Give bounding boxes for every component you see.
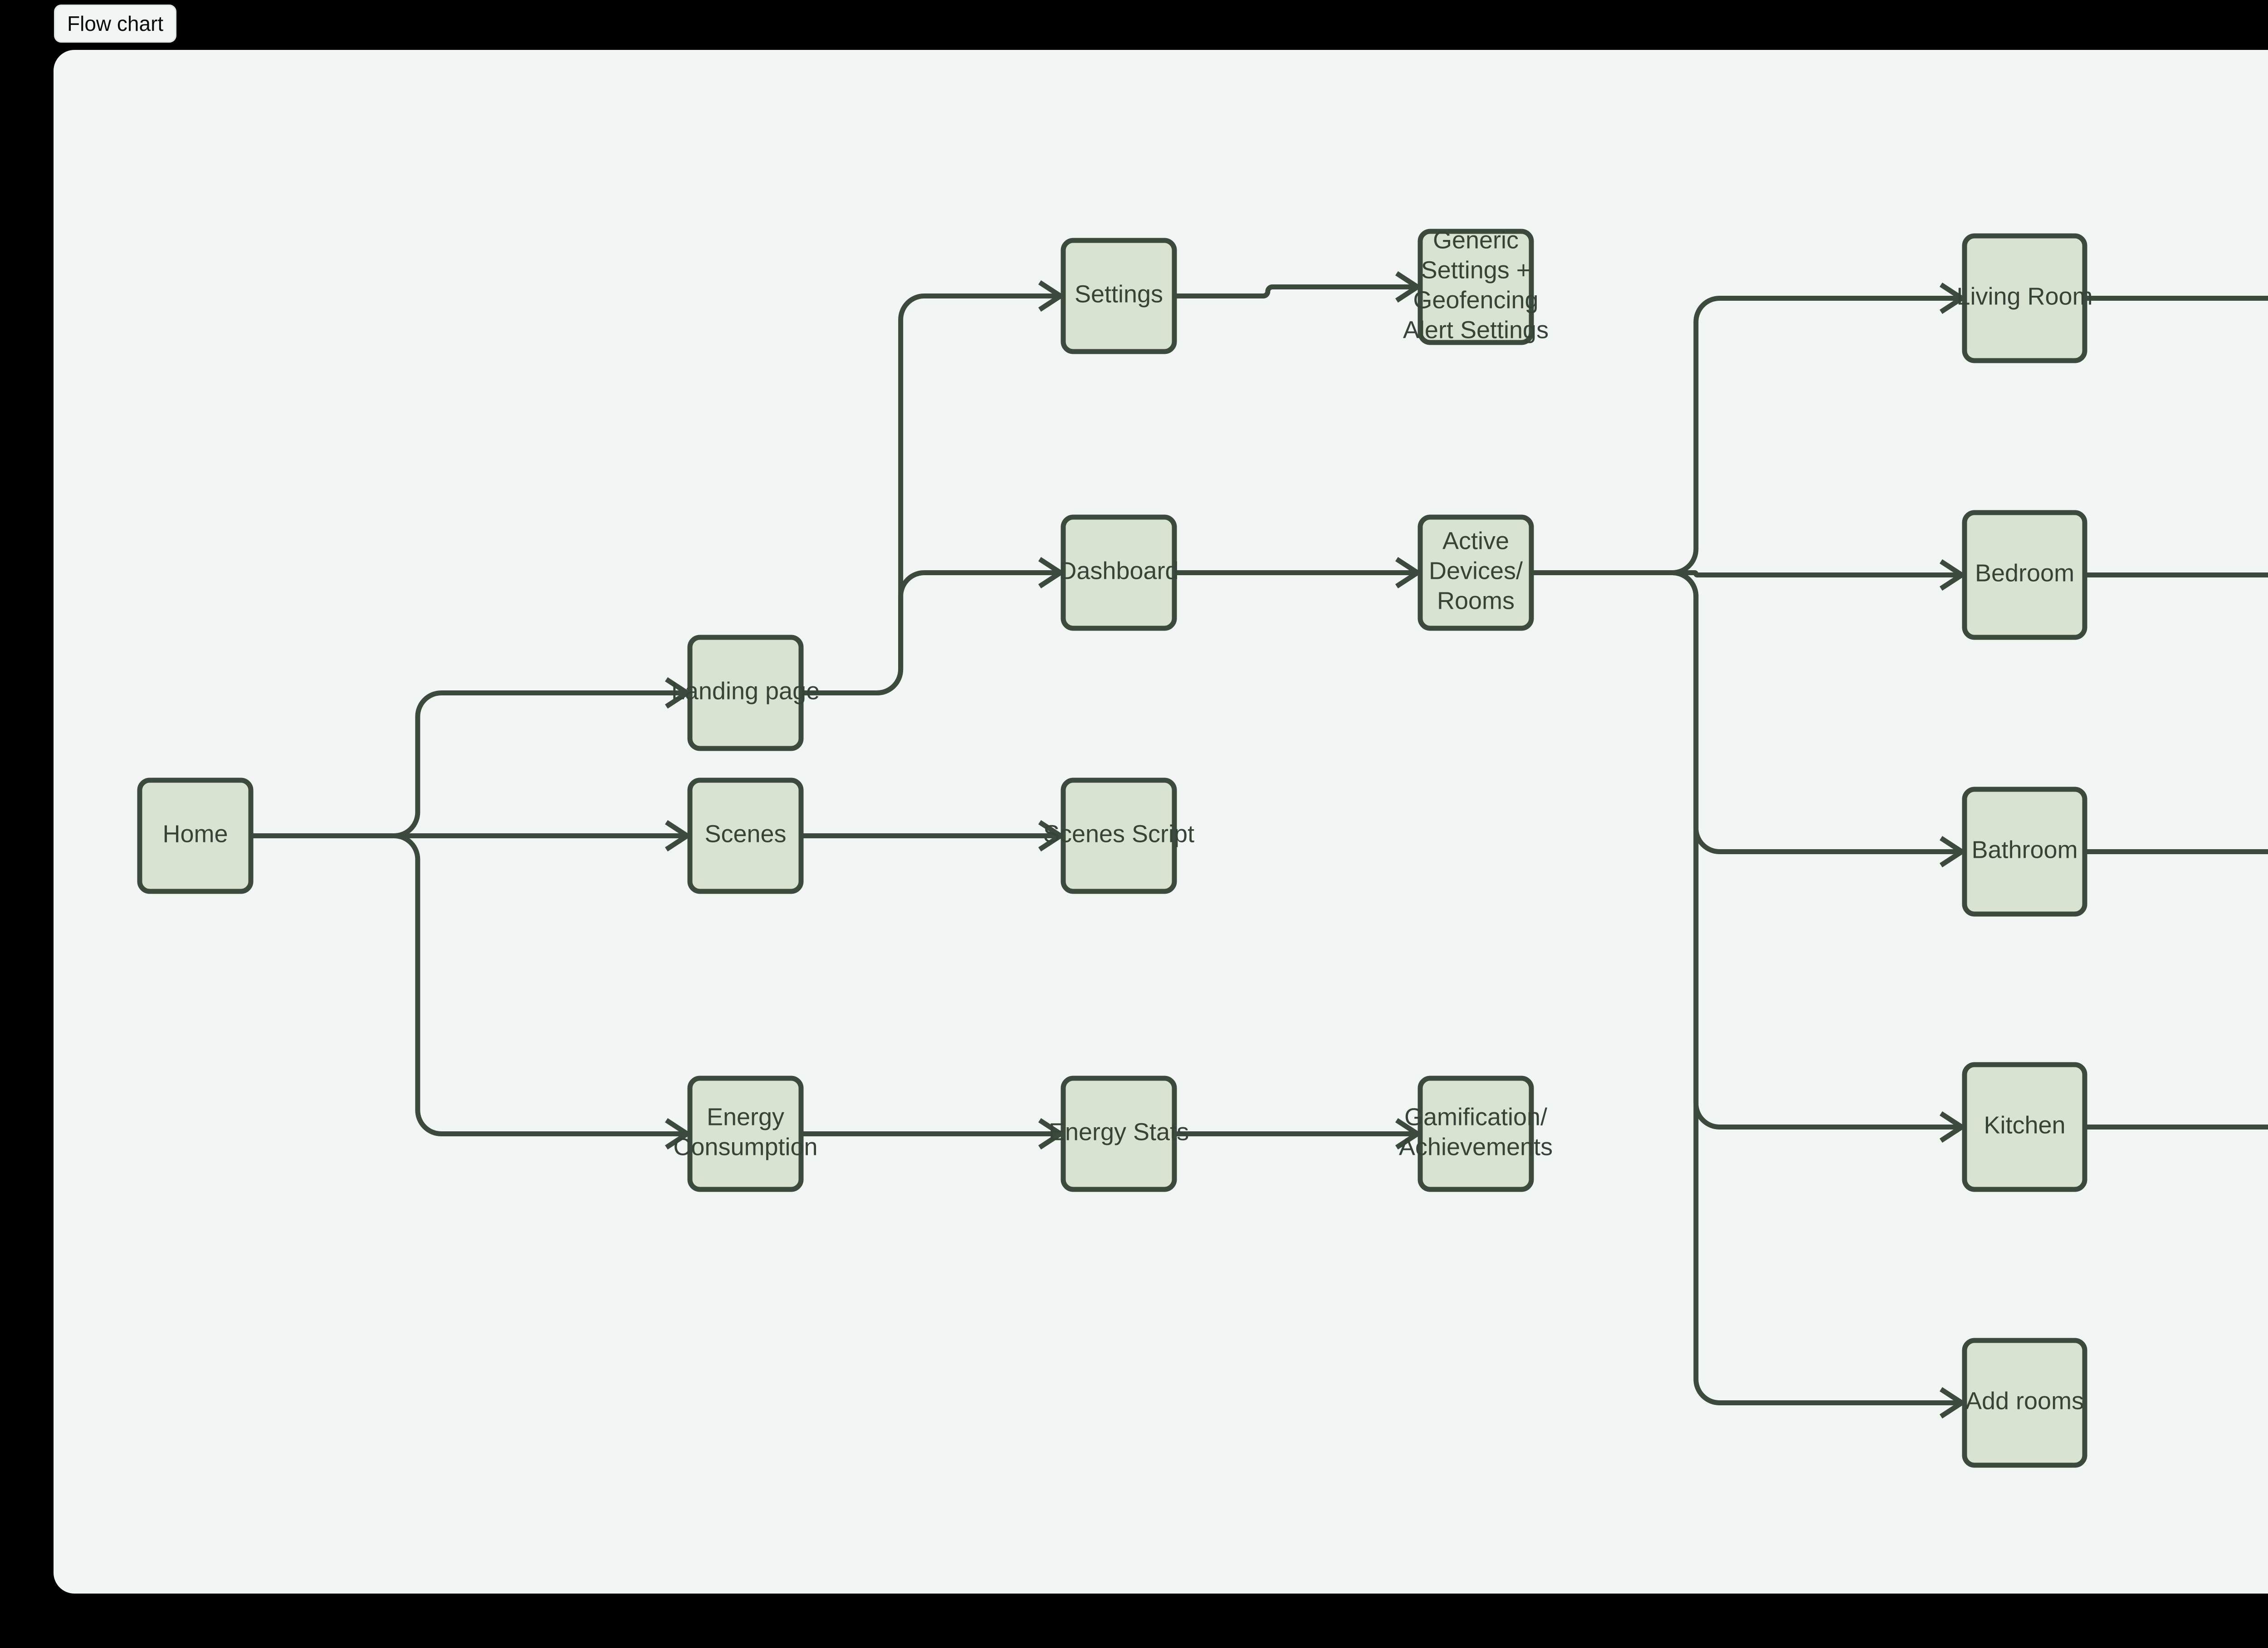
node-living[interactable]: Living Room xyxy=(1956,233,2093,363)
node-box xyxy=(1962,510,2087,640)
edge-active-to-bathroom xyxy=(1532,570,1962,854)
node-box xyxy=(1962,1338,2087,1468)
node-home[interactable]: Home xyxy=(137,778,254,894)
edge-arrowhead xyxy=(1939,836,1967,868)
node-bedroom[interactable]: Bedroom xyxy=(1962,510,2087,640)
edge-arrowhead xyxy=(665,820,692,852)
node-box xyxy=(1962,1062,2087,1192)
edge-arrowhead xyxy=(1038,820,1066,852)
node-box xyxy=(1962,233,2087,363)
edge-arrowhead xyxy=(1939,1387,1967,1419)
node-label: Scenes Script xyxy=(1043,821,1194,848)
node-box xyxy=(687,635,804,751)
edge-settings-to-generic xyxy=(1175,284,1418,298)
node-box xyxy=(1061,514,1177,631)
node-box xyxy=(1418,514,1534,631)
edge-landing-to-dashboard xyxy=(802,570,1061,695)
node-scenes[interactable]: Scenes xyxy=(687,778,804,894)
edge-active-to-bedroom xyxy=(1532,570,1962,577)
edge-home-to-energycon xyxy=(252,833,687,1136)
edge-home-to-landing xyxy=(252,690,687,838)
node-label: Energy Stats xyxy=(1049,1119,1189,1146)
node-box xyxy=(687,778,804,894)
node-label: Kitchen xyxy=(1984,1112,2065,1139)
node-bathroom[interactable]: Bathroom xyxy=(1962,787,2087,917)
node-box xyxy=(1061,778,1177,894)
edge-kitchen-to-connected xyxy=(2086,1125,2268,1130)
node-box xyxy=(1061,238,1177,354)
edge-arrowhead xyxy=(1939,282,1967,314)
node-energyst[interactable]: Energy Stats xyxy=(1049,1076,1189,1192)
node-label: Dashboard xyxy=(1059,557,1178,585)
edge-bedroom-to-connected xyxy=(2086,572,2268,577)
node-label: Living Room xyxy=(1956,283,2092,310)
node-label: Scenes xyxy=(704,821,786,848)
edge-arrowhead xyxy=(1395,557,1422,589)
node-label: Bathroom xyxy=(1971,836,2077,864)
edge-arrowhead xyxy=(1395,271,1422,303)
edge-arrowhead xyxy=(1939,559,1967,591)
node-label: Gamification/Achievements xyxy=(1399,1104,1553,1161)
edge-arrowhead xyxy=(1395,1118,1422,1150)
node-gamif[interactable]: Gamification/Achievements xyxy=(1399,1076,1553,1192)
edge-arrowhead xyxy=(1038,557,1066,589)
edges-layer xyxy=(252,271,2268,1419)
node-scenescr[interactable]: Scenes Script xyxy=(1043,778,1194,894)
node-label: Settings xyxy=(1075,281,1163,308)
node-box xyxy=(1418,229,1534,345)
node-kitchen[interactable]: Kitchen xyxy=(1962,1062,2087,1192)
edge-arrowhead xyxy=(665,677,692,709)
edge-active-to-addrooms xyxy=(1532,570,1962,1405)
node-box xyxy=(137,778,254,894)
node-box xyxy=(1962,787,2087,917)
node-box xyxy=(687,1076,804,1192)
edge-arrowhead xyxy=(1038,1118,1066,1150)
edge-arrowhead xyxy=(665,1118,692,1150)
node-label: Home xyxy=(162,821,228,848)
edge-arrowhead xyxy=(1038,280,1066,312)
edge-active-to-living xyxy=(1532,296,1962,575)
node-label: Bedroom xyxy=(1975,560,2074,587)
tab-flow-chart[interactable]: Flow chart xyxy=(54,5,177,43)
edge-bathroom-to-connected xyxy=(2086,849,2268,854)
node-addrooms[interactable]: Add rooms xyxy=(1962,1338,2087,1468)
node-label: Add rooms xyxy=(1965,1388,2084,1415)
node-dashboard[interactable]: Dashboard xyxy=(1059,514,1179,631)
edge-landing-to-settings xyxy=(802,293,1061,695)
node-label: Landing page xyxy=(671,678,820,705)
edge-arrowhead xyxy=(1939,1111,1967,1143)
node-landing[interactable]: Landing page xyxy=(671,635,820,751)
tab-bar: Flow chart xyxy=(0,0,2268,50)
tab-label: Flow chart xyxy=(67,12,164,35)
node-settings[interactable]: Settings xyxy=(1061,238,1177,354)
node-box xyxy=(1061,1076,1177,1192)
edge-living-to-connected xyxy=(2086,296,2268,301)
node-box xyxy=(1418,1076,1534,1192)
